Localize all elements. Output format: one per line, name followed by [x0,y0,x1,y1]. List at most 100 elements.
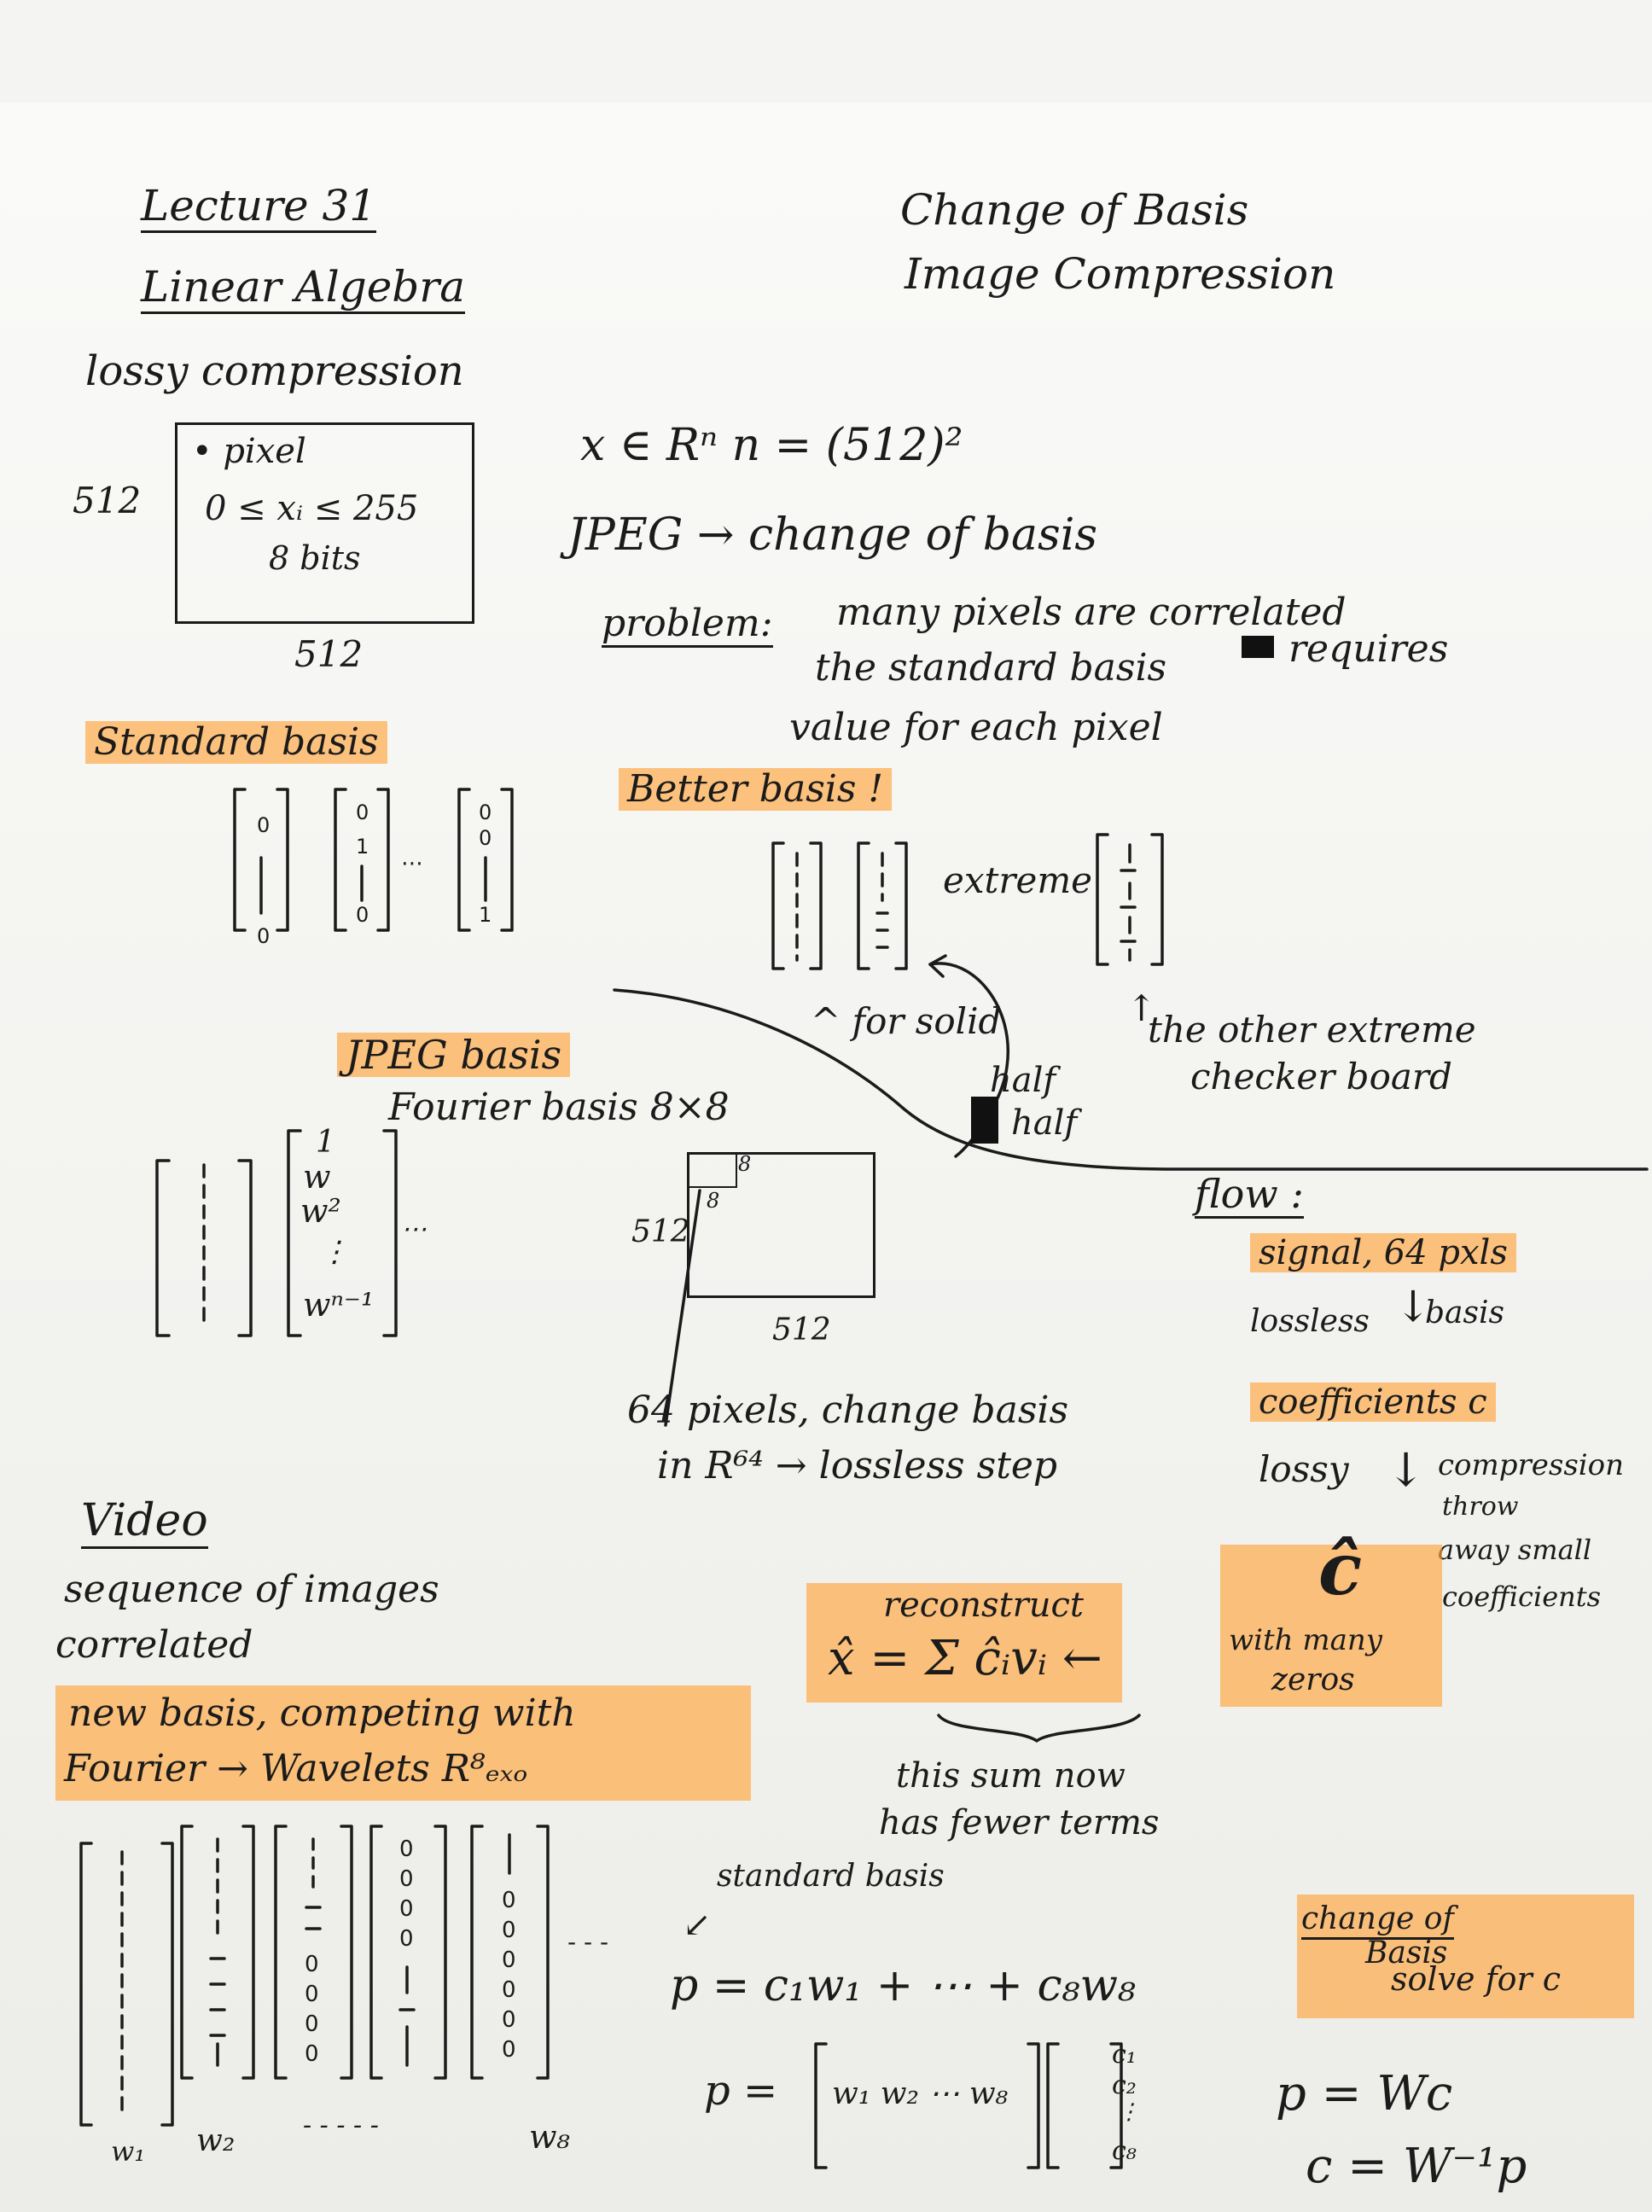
svg-text:0: 0 [305,2011,319,2037]
vector-space-line: x ∈ Rⁿ n = (512)² [580,420,963,471]
final-eq-1: p = Wc [1276,2066,1453,2122]
flow-zeros-2: zeros [1271,1662,1355,1697]
cob-line-1: change of [1301,1903,1454,1940]
down-left-arrow-icon: ↙ [683,1906,712,1945]
course-title: Linear Algebra [141,265,466,314]
wavelets-line-1: new basis, competing with [68,1691,576,1735]
svg-text:0: 0 [502,2037,516,2063]
w-entry-2: w² [300,1192,341,1230]
half-label-bottom: half [1011,1103,1078,1143]
wavelet-label-w2: w₂ [196,2123,236,2158]
black-square-icon [1242,636,1274,658]
cob-highlight [1297,1895,1634,2018]
flow-reconstruct: reconstruct [883,1586,1084,1625]
half-label-top: half [990,1061,1056,1100]
jpeg-change-of-basis: JPEG → change of basis [567,509,1098,561]
checkerboard-vector [1096,833,1164,966]
cob-line-3: solve for c [1391,1960,1562,1998]
svg-text:0: 0 [502,1947,516,1973]
image-side-label: 512 [73,480,142,521]
svg-text:0: 0 [305,2041,319,2067]
flow-compression-4: coefficients [1442,1580,1602,1613]
svg-text:0: 0 [305,1952,319,1977]
vector-c1: c₁ [1112,2040,1137,2069]
svg-text:0: 0 [399,1896,414,1922]
svg-text:0: 0 [479,826,492,850]
svg-text:0: 0 [399,1866,414,1892]
image-bottom-label: 512 [294,633,364,675]
pixel-bits: 8 bits [269,539,361,577]
svg-text:0: 0 [479,800,492,824]
flow-arrow-2-icon: ↓ [1387,1443,1426,1497]
wavelets-highlight [55,1685,751,1801]
flow-zeros-1: with many [1229,1623,1382,1657]
w-entry-1: w [303,1158,331,1196]
topic-image-compression: Image Compression [905,249,1336,299]
jpeg-basis-heading: JPEG basis [337,1033,571,1078]
final-eq-2: c = W⁻¹p [1306,2139,1527,2194]
flow-compression-1: compression [1438,1448,1625,1482]
block-bottom-label: 512 [772,1313,831,1348]
matrix-brackets [814,2042,1123,2169]
svg-text:0: 0 [399,1837,414,1862]
flow-c-hat: ĉ [1318,1527,1363,1611]
image-block-box [687,1152,875,1298]
image-box [175,422,474,624]
svg-text:- - -: - - - [567,1928,608,1956]
sum-note-1: this sum now [896,1756,1126,1796]
better-basis-vectors [771,841,908,970]
w-entry-4: wⁿ⁻¹ [303,1286,375,1324]
wavelet-label-w1: w₁ [111,2135,146,2168]
svg-text:0: 0 [257,813,270,837]
ellipsis-icon: ⋯ [401,1214,427,1244]
w-entry-0: 1 [316,1125,335,1160]
svg-text:0: 0 [257,924,270,948]
problem-text-3: requires [1288,627,1449,671]
vector-c8: c₈ [1112,2136,1137,2166]
matrix-eq-left: p = [704,2067,778,2115]
pixel-label: • pixel [192,432,306,471]
video-line-2: correlated [55,1623,253,1667]
svg-text:0: 0 [502,2007,516,2033]
standard-basis-note: standard basis [717,1859,945,1894]
svg-text:1: 1 [479,903,492,927]
fourier-basis-label: Fourier basis 8×8 [388,1086,730,1129]
standard-basis-heading: Standard basis [85,721,387,765]
problem-text-2: the standard basis [815,646,1167,690]
jpeg-note-2: in R⁶⁴ → lossless step [657,1444,1058,1487]
wavelet-label-w8: w₈ [529,2118,570,2156]
svg-text:0: 0 [502,1918,516,1943]
topic-change-of-basis: Change of Basis [900,185,1249,235]
better-basis-heading: Better basis ! [619,768,893,812]
problem-text-1: many pixels are correlated [836,591,1347,634]
svg-text:0: 0 [399,1926,414,1952]
flow-compression-3: away small [1438,1534,1592,1566]
lossy-compression-heading: lossy compression [85,347,464,395]
flow-signal: signal, 64 pxls [1250,1233,1516,1272]
block-8-top: 8 [738,1152,752,1176]
underbrace [937,1714,1141,1743]
svg-text:⋯: ⋯ [401,851,423,876]
video-heading: Video [81,1498,208,1549]
w-entry-3: ⋮ [320,1235,349,1269]
flow-heading: flow : [1195,1173,1304,1220]
flow-lossless: lossless [1250,1304,1370,1339]
svg-text:0: 0 [502,1977,516,2003]
checker-note-2: checker board [1190,1056,1452,1097]
lecture-title: Lecture 31 [141,183,377,233]
flow-formula: x̂ = Σ ĉᵢvᵢ ← [828,1631,1102,1686]
pixel-range: 0 ≤ xᵢ ≤ 255 [205,489,419,528]
half-black-square-icon [971,1097,998,1144]
8x8-block [687,1152,737,1188]
svg-text:0: 0 [502,1888,516,1913]
flow-lossy: lossy [1259,1448,1349,1490]
for-solid-note: ^ for solid [811,1000,1002,1042]
wavelet-label-dashes: - - - - - [303,2110,379,2140]
extreme-label: extreme [943,859,1093,901]
vector-c2: c₂ [1112,2070,1137,2100]
svg-text:0: 0 [305,1982,319,2007]
expansion-equation: p = c₁w₁ + ⋯ + c₈w₈ [670,1960,1136,2011]
wavelet-basis-vectors: 0 0 0 0 0 0 0 0 0 0 0 0 0 0 - - - [79,1825,608,2127]
standard-basis-vectors: 0 0 0 1 0 ⋯ 0 0 1 [233,788,514,948]
sum-note-2: has fewer terms [879,1803,1160,1842]
